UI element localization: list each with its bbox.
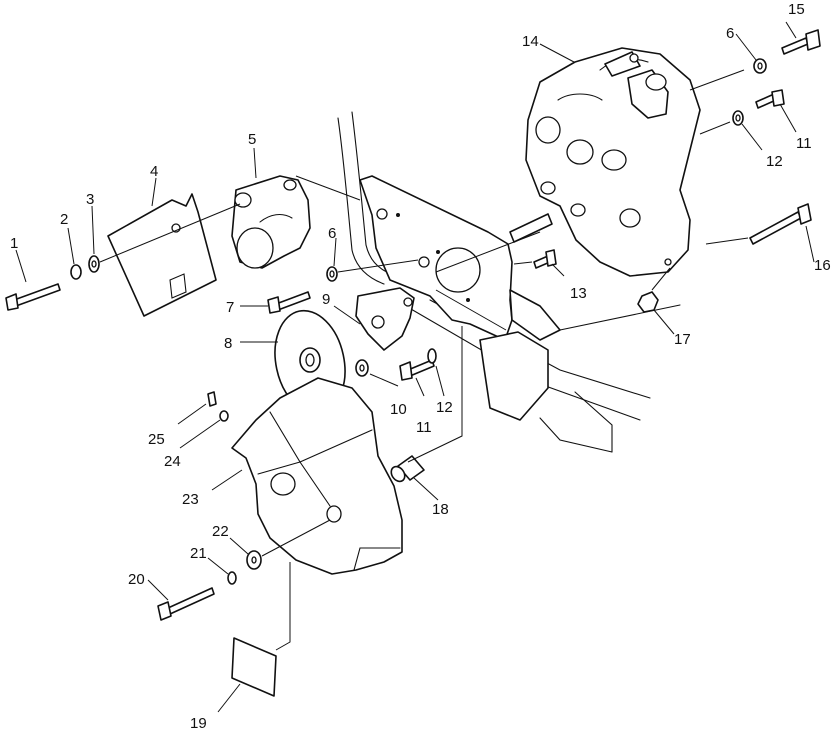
callout-8: 8: [224, 335, 232, 352]
washer-22: [246, 550, 262, 570]
callout-18: 18: [432, 501, 449, 518]
lower-frame-bracket: [479, 289, 561, 421]
callout-17: 17: [674, 331, 691, 348]
callout-25: 25: [148, 431, 165, 448]
washer-6-mid: [326, 266, 338, 282]
washer-12-upper: [732, 110, 744, 126]
washer-12-lower: [427, 348, 437, 364]
callout-9: 9: [322, 291, 330, 308]
callout-16: 16: [814, 257, 831, 274]
callout-4: 4: [150, 163, 158, 180]
tension-block: [231, 175, 311, 269]
callout-10: 10: [390, 401, 407, 418]
washer-2: [70, 264, 82, 280]
callout-15: 15: [788, 1, 805, 18]
bolt-20: [157, 587, 215, 621]
callout-6-top: 6: [726, 25, 734, 42]
callout-11-lower: 11: [416, 419, 432, 436]
callout-13: 13: [570, 285, 587, 302]
bolt-16: [749, 203, 812, 245]
callout-19: 19: [190, 715, 207, 732]
callout-3: 3: [86, 191, 94, 208]
bolt-11-upper: [755, 89, 785, 109]
callout-1: 1: [10, 235, 18, 252]
bolt-7: [267, 291, 311, 314]
washer-3: [88, 255, 100, 273]
callout-14: 14: [522, 33, 539, 50]
callout-labels: 1 2 3 4 5 6 7 8 9 10 11 12 13 14 15 6 11…: [10, 1, 831, 732]
washer-6-top: [753, 58, 767, 74]
callout-22: 22: [212, 523, 229, 540]
callout-24: 24: [164, 453, 181, 470]
callout-12-lower: 12: [436, 399, 453, 416]
bolt-25: [207, 391, 217, 407]
callout-21: 21: [190, 545, 207, 562]
mount-plate: [355, 287, 415, 351]
washer-24: [219, 410, 229, 422]
gearcase: [525, 47, 701, 277]
nut-17: [637, 291, 659, 313]
callout-leaders: [15, 21, 815, 713]
callout-20: 20: [128, 571, 145, 588]
decal: [231, 637, 277, 697]
bolt-1: [5, 283, 61, 311]
callout-6-mid: 6: [328, 225, 336, 242]
callout-7: 7: [226, 299, 234, 316]
washer-10: [355, 359, 369, 377]
bolt-11-lower: [399, 359, 435, 381]
washer-21: [227, 571, 237, 585]
callout-12-upper: 12: [766, 153, 783, 170]
callout-2: 2: [60, 211, 68, 228]
spacer: [390, 455, 425, 483]
chaincase-cover: [231, 377, 403, 575]
callout-5: 5: [248, 131, 256, 148]
callout-23: 23: [182, 491, 199, 508]
drive-shaft: [435, 213, 553, 273]
bolt-13: [533, 249, 557, 269]
assembly-lines: [99, 69, 749, 651]
bolt-15: [781, 29, 821, 55]
side-bracket: [107, 193, 217, 317]
callout-11-upper: 11: [796, 135, 812, 152]
